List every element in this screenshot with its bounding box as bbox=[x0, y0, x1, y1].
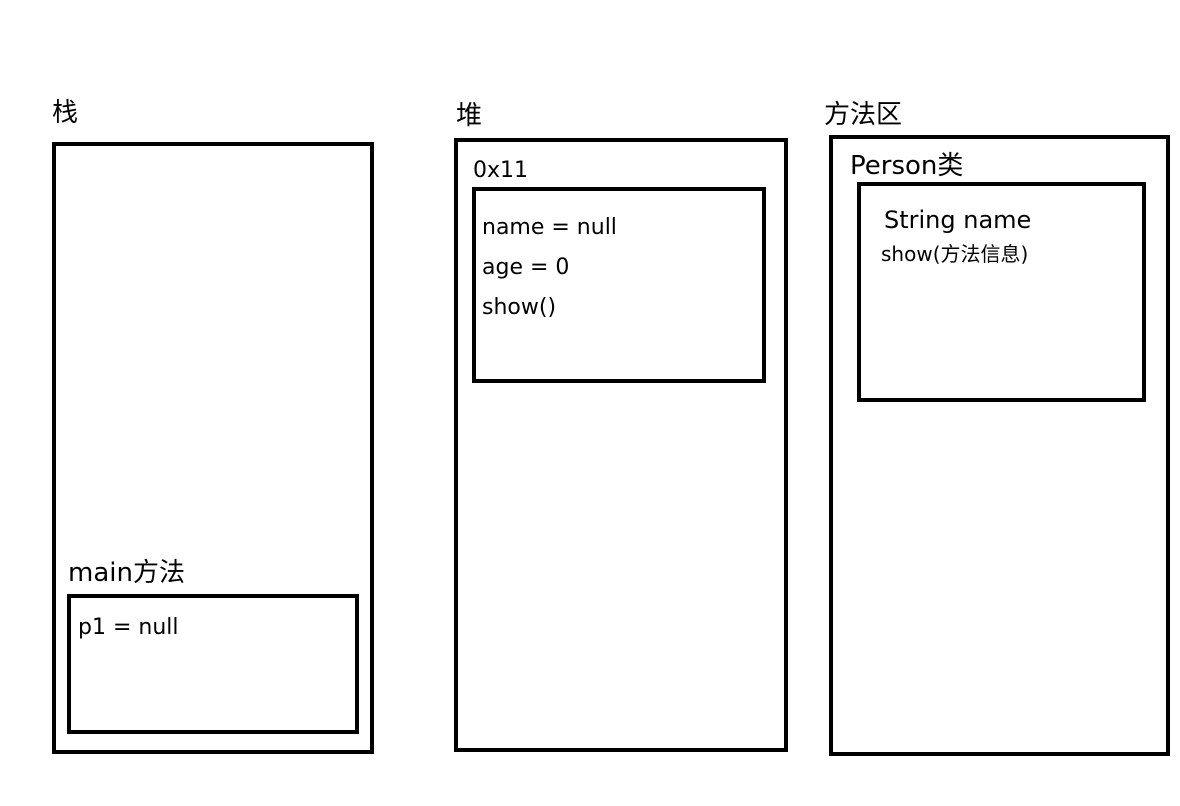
stack-frame-main bbox=[67, 594, 359, 734]
class-title: Person类 bbox=[850, 151, 964, 181]
class-member: String name bbox=[884, 206, 1032, 234]
stack-var: p1 = null bbox=[78, 615, 179, 640]
heap-title: 堆 bbox=[456, 101, 483, 131]
stack-title: 栈 bbox=[52, 98, 79, 128]
heap-field: show() bbox=[482, 295, 557, 320]
class-member: show(方法信息) bbox=[881, 242, 1029, 266]
heap-object bbox=[472, 187, 766, 383]
method-area-title: 方法区 bbox=[824, 100, 903, 130]
heap-field: name = null bbox=[482, 215, 617, 240]
stack-frame-title: main方法 bbox=[68, 558, 185, 588]
heap-field: age = 0 bbox=[482, 255, 570, 280]
class-info-box bbox=[857, 182, 1146, 402]
heap-object-address: 0x11 bbox=[473, 158, 529, 183]
